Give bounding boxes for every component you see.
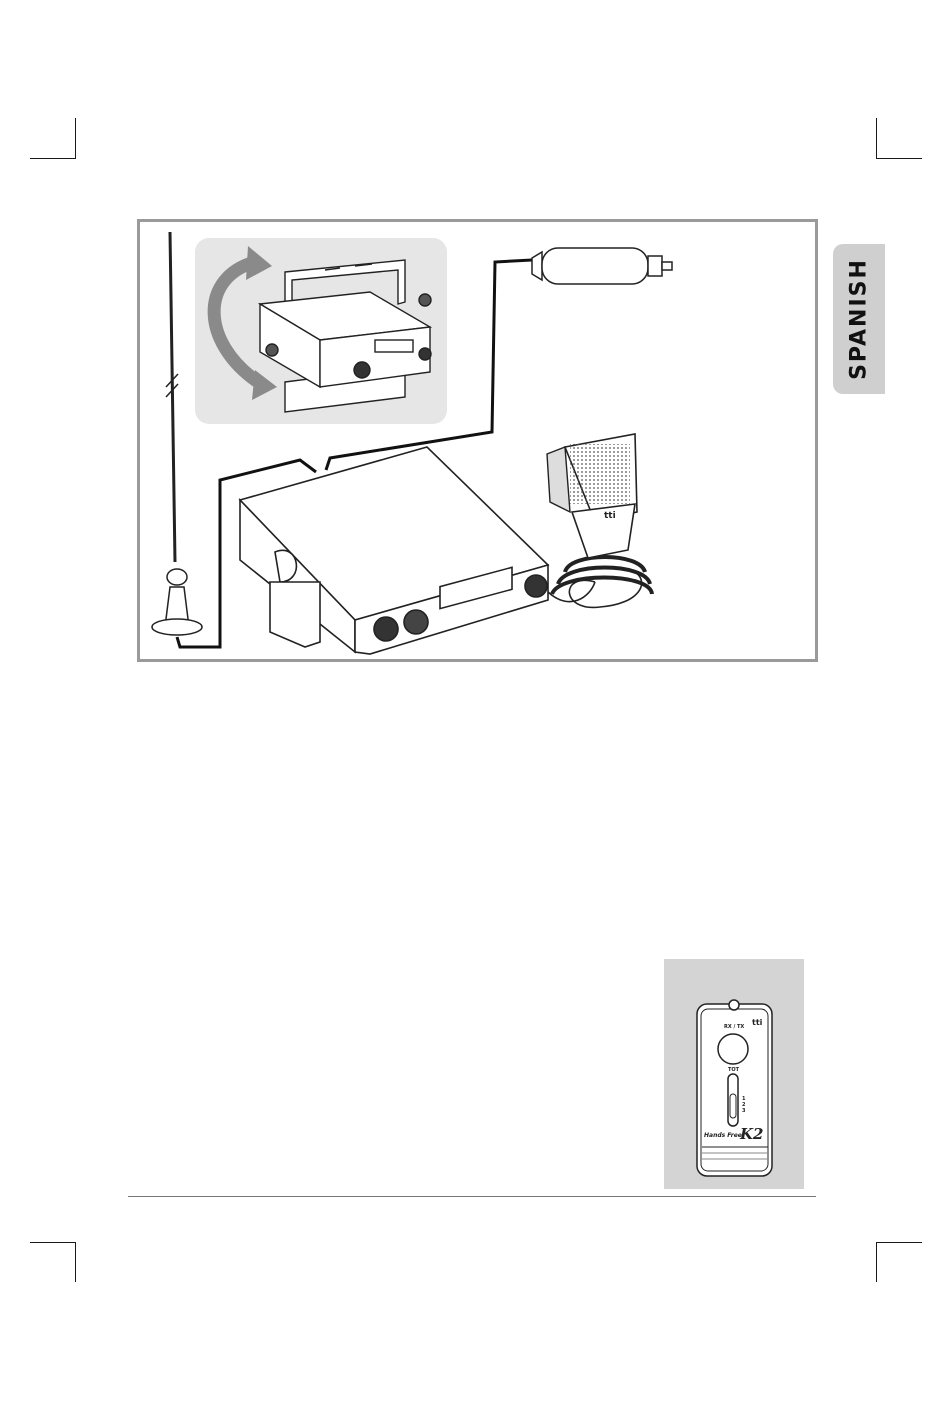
cb-radio xyxy=(240,447,548,654)
ptt-button-icon xyxy=(718,1034,748,1064)
power-plug-icon xyxy=(532,248,672,284)
language-tab: SPANISH xyxy=(833,244,885,394)
crop-mark xyxy=(876,158,922,159)
crop-mark xyxy=(30,1242,76,1243)
magnetic-antenna xyxy=(152,232,202,635)
led-icon xyxy=(729,1000,739,1010)
crop-mark xyxy=(876,1242,877,1282)
installation-figure: tti xyxy=(137,219,818,662)
model-text: Hands Free xyxy=(704,1132,742,1139)
crop-mark xyxy=(876,1242,922,1243)
installation-illustration: tti xyxy=(140,222,815,659)
led-label: RX / TX xyxy=(724,1024,744,1030)
mic-brand: tti xyxy=(604,511,616,521)
language-tab-label: SPANISH xyxy=(847,258,872,380)
crop-mark xyxy=(75,118,76,158)
handsfree-device: RX / TX tti TOT 1 2 3 Hands Free K2 xyxy=(664,959,804,1189)
crop-mark xyxy=(75,1242,76,1282)
model-logo: K2 xyxy=(739,1125,763,1143)
microphone-icon: tti xyxy=(547,434,652,607)
crop-mark xyxy=(30,158,76,159)
footer-rule xyxy=(128,1196,816,1197)
device-brand: tti xyxy=(752,1018,763,1027)
switch-position-3: 3 xyxy=(742,1108,746,1114)
switch-label: TOT xyxy=(728,1067,740,1073)
handsfree-device-panel: RX / TX tti TOT 1 2 3 Hands Free K2 xyxy=(664,959,804,1189)
crop-mark xyxy=(876,118,877,158)
